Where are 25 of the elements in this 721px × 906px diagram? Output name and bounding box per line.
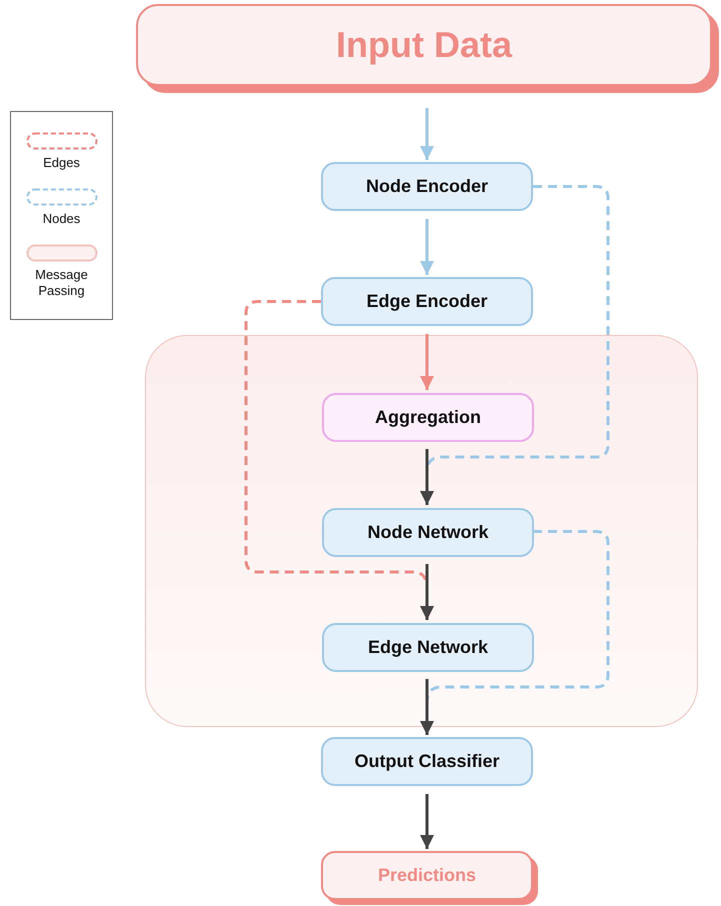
box-label: Output Classifier <box>354 751 500 772</box>
box-label: Node Encoder <box>366 176 488 197</box>
process-box <box>322 393 534 442</box>
legend-label: Message Passing <box>34 267 89 299</box>
arrow <box>420 794 434 849</box>
legend-label: Nodes <box>42 211 82 227</box>
arrow <box>420 679 434 735</box>
box-label: Input Data <box>336 24 512 66</box>
box-label: Predictions <box>378 865 476 886</box>
process-box <box>322 508 534 557</box>
box-label: Node Network <box>367 522 489 543</box>
arrow <box>420 564 434 620</box>
process-box <box>321 277 533 326</box>
arrow <box>420 108 434 160</box>
arrow <box>420 449 434 505</box>
process-box <box>321 737 533 786</box>
process-box <box>322 623 534 672</box>
arrow <box>420 219 434 275</box>
box-label: Edge Encoder <box>366 291 488 312</box>
arrow <box>420 334 434 390</box>
box-label: Aggregation <box>375 407 481 428</box>
box-label: Edge Network <box>368 637 488 658</box>
message-passing-region <box>145 335 698 727</box>
process-box <box>321 162 533 211</box>
legend-label: Edges <box>42 155 81 171</box>
